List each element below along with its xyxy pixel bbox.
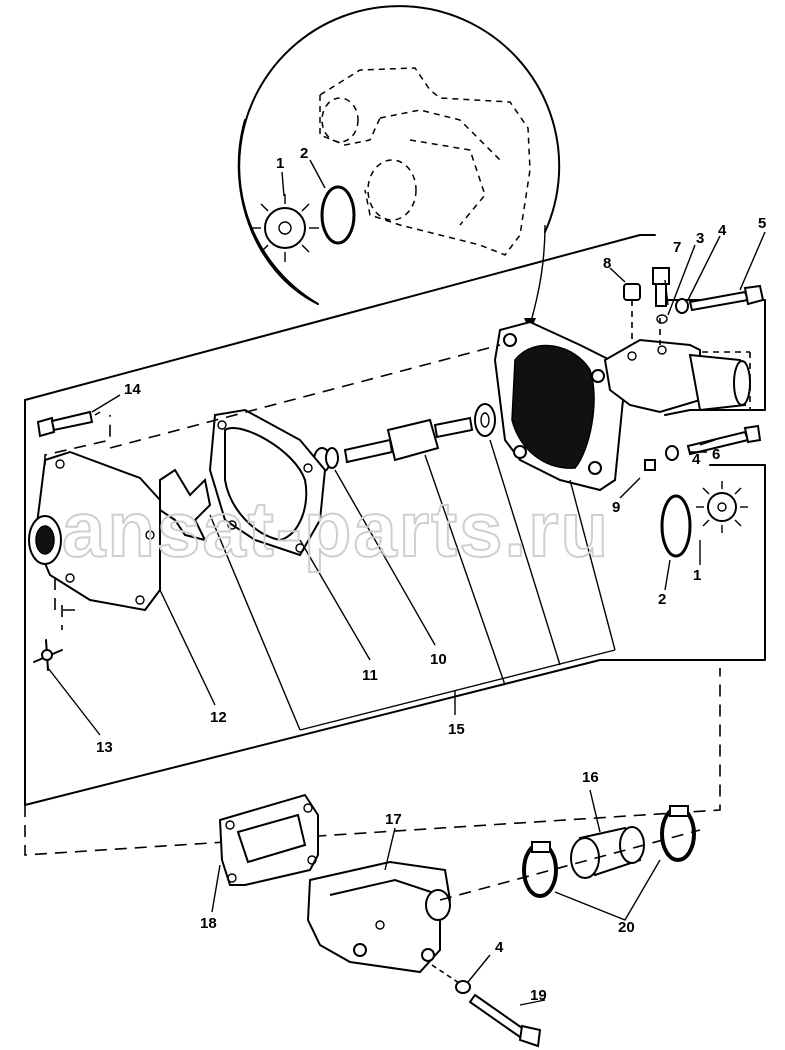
callout-19: 19: [530, 987, 547, 1004]
callout-17: 17: [385, 811, 402, 828]
callout-20: 20: [618, 919, 635, 936]
callout-11: 11: [362, 667, 378, 684]
hose-clamp-right: [660, 805, 696, 862]
shaft-assembly: [313, 403, 496, 473]
side-o-ring: [660, 494, 692, 558]
gasket-11: [208, 408, 327, 557]
hose-clamp-left: [522, 841, 558, 898]
bolt-alignment: [431, 964, 463, 986]
callout-14: 14: [124, 381, 141, 398]
cover-12: [28, 450, 161, 612]
detail-impeller: [251, 194, 319, 262]
bolt-19: [455, 980, 542, 1048]
callout-side-2: 2: [658, 591, 666, 608]
callout-16: 16: [582, 769, 599, 786]
elbow-17: [306, 860, 452, 974]
leader-lines: [47, 231, 766, 736]
clamp-leader: [554, 859, 661, 921]
callout-3: 3: [696, 230, 704, 247]
gasket-18: [218, 793, 319, 886]
side-impeller: [696, 481, 748, 533]
callout-detail-2: 2: [300, 145, 308, 162]
callout-4: 4: [718, 222, 727, 239]
hardware-upper: [623, 267, 765, 345]
alignment-lines: [44, 344, 501, 630]
callout-8: 8: [603, 255, 611, 272]
callout-18: 18: [200, 915, 217, 932]
callout-6: 6: [712, 446, 720, 463]
impeller-blade: [159, 468, 212, 542]
hose-16: [570, 826, 645, 879]
callout-7: 7: [673, 239, 681, 256]
screw-14: [36, 410, 94, 438]
callout-13: 13: [96, 739, 113, 756]
callout-detail-1: 1: [276, 155, 284, 172]
hardware-lower: [644, 351, 762, 471]
callout-side-1: 1: [693, 567, 701, 584]
callout-9: 9: [612, 499, 620, 516]
callout-12: 12: [210, 709, 227, 726]
callout-10: 10: [430, 651, 447, 668]
callout-5: 5: [758, 215, 766, 232]
pump-body: [493, 320, 751, 492]
drain-cock-13: [33, 639, 63, 671]
callout-side-4: 4: [692, 451, 701, 468]
hose-alignment: [439, 829, 701, 901]
detail-view-circle: 1 2: [237, 5, 561, 332]
callout-bottom-4: 4: [495, 939, 504, 956]
detail-o-ring: [320, 185, 356, 245]
lower-group-boundary: [24, 668, 721, 856]
callout-15: 15: [448, 721, 465, 738]
